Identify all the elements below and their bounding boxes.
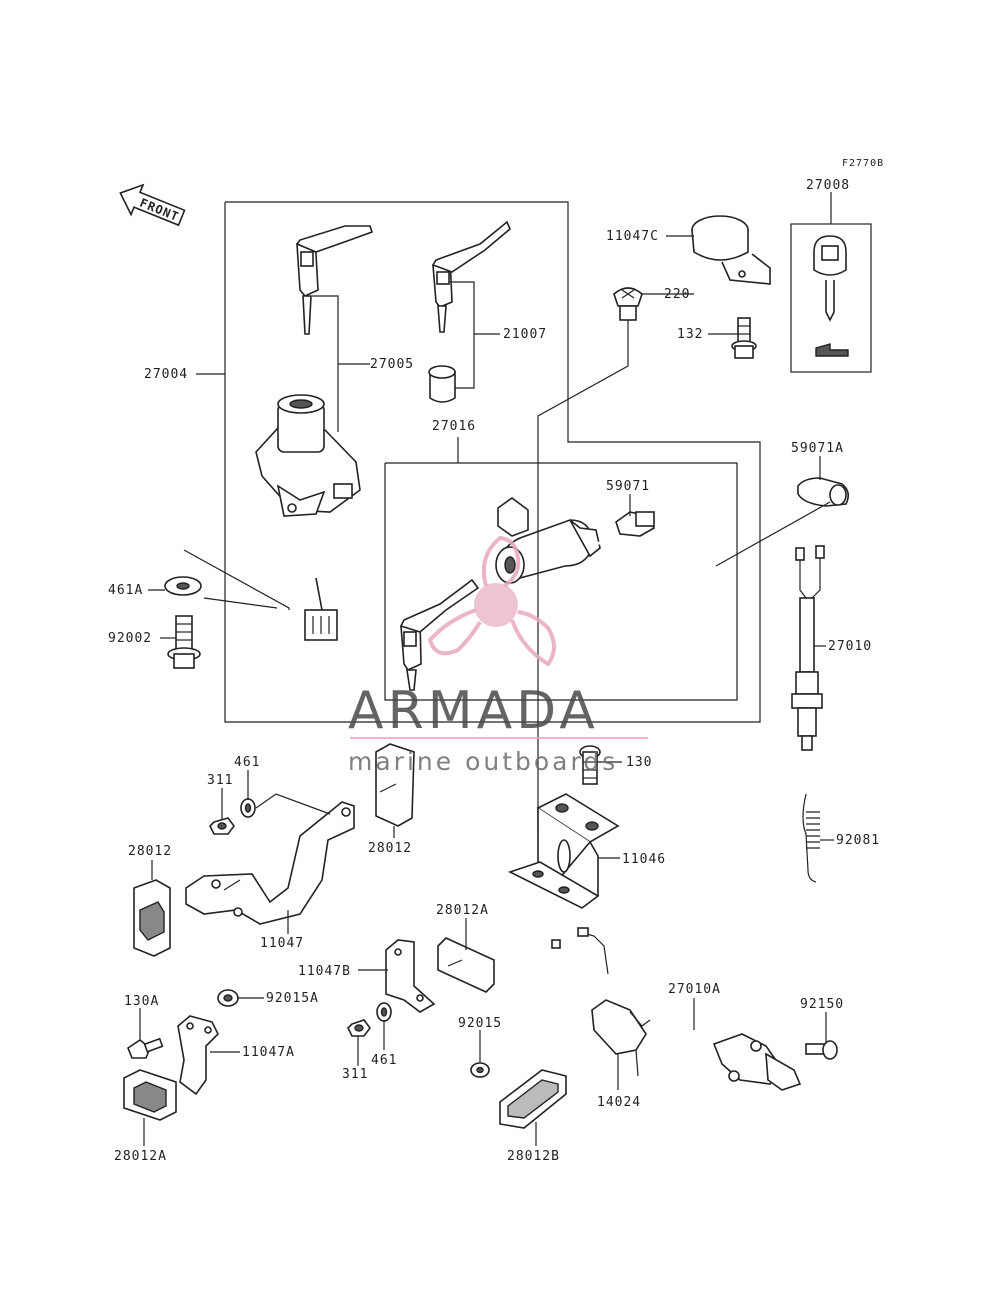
seat-lock-assembly — [495, 497, 717, 588]
front-direction-arrow: FRONT — [119, 183, 186, 227]
callout-28012a-upper: 28012A — [436, 903, 489, 918]
callout-27010a: 27010A — [668, 982, 721, 997]
callout-461-upper: 461 — [234, 755, 260, 770]
bracket-11046 — [507, 793, 620, 909]
callout-311-upper: 311 — [207, 773, 233, 788]
watermark-brand: ARMADA — [348, 681, 599, 741]
callout-27004: 27004 — [144, 367, 188, 382]
washer-461-lower — [376, 1002, 392, 1022]
bracket-11047a — [177, 1015, 219, 1096]
callout-130: 130 — [626, 755, 652, 770]
washer-461a — [164, 576, 202, 596]
callout-132: 132 — [677, 327, 703, 342]
switch-27010 — [791, 545, 825, 751]
callout-labels: 27008 11047C 220 132 27004 27005 21007 2… — [108, 178, 880, 1164]
callout-59071a: 59071A — [791, 441, 844, 456]
bolt-130 — [579, 745, 601, 785]
leader-220-link — [537, 320, 629, 830]
callout-92015: 92015 — [458, 1016, 502, 1031]
clamp-11047c — [691, 215, 771, 285]
callout-27016: 27016 — [432, 419, 476, 434]
armada-watermark: ARMADA marine outboards — [348, 535, 648, 776]
nut-92015a — [217, 989, 239, 1007]
nut-311-lower — [347, 1019, 371, 1037]
callout-59071: 59071 — [606, 479, 650, 494]
callout-11047a: 11047A — [242, 1045, 295, 1060]
callout-28012-left: 28012 — [128, 844, 172, 859]
bolt-130a — [127, 1037, 164, 1059]
leader-92002-link — [203, 597, 278, 609]
reflector-28012a-upper — [437, 937, 495, 993]
key-blank-27008 — [790, 223, 872, 373]
lock-cylinder-21007 — [428, 365, 456, 403]
callout-14024: 14024 — [597, 1095, 641, 1110]
callout-11047c: 11047C — [606, 229, 659, 244]
leader-461a-link — [183, 549, 290, 610]
leader-lines — [139, 235, 834, 1146]
bracket-11047b — [385, 939, 436, 1013]
callout-27005: 27005 — [370, 357, 414, 372]
callout-461a: 461A — [108, 583, 143, 598]
leader-461-link — [255, 793, 331, 815]
callout-11046: 11046 — [622, 852, 666, 867]
switch-27010a — [551, 927, 802, 1091]
callout-130a: 130A — [124, 994, 159, 1009]
assembly-frame-lines — [196, 201, 761, 723]
reflector-28012b — [499, 1069, 567, 1129]
ignition-key-21007 — [431, 220, 511, 333]
callout-11047b: 11047B — [298, 964, 351, 979]
connector-59071a — [797, 477, 850, 507]
callout-28012-center: 28012 — [368, 841, 412, 856]
propeller-logo-icon — [427, 535, 556, 667]
connector-59071 — [615, 511, 656, 537]
washer-461 — [240, 798, 256, 818]
bolt-132 — [731, 317, 757, 359]
callout-27010: 27010 — [828, 639, 872, 654]
callout-92002: 92002 — [108, 631, 152, 646]
bolt-220 — [613, 287, 643, 321]
callout-28012a-lower: 28012A — [114, 1149, 167, 1164]
watermark-tagline: marine outboards — [348, 747, 618, 776]
reflector-28012-upper — [375, 743, 415, 827]
seat-lock-key — [399, 578, 480, 691]
ignition-switch-body — [255, 394, 361, 641]
callout-27008: 27008 — [806, 178, 850, 193]
callout-92150: 92150 — [800, 997, 844, 1012]
callout-92015a: 92015A — [266, 991, 319, 1006]
drawing-reference: F2770B — [842, 158, 884, 169]
callout-28012b: 28012B — [507, 1149, 560, 1164]
callout-461-lower: 461 — [371, 1053, 397, 1068]
leader-59071a — [715, 501, 831, 567]
callout-220: 220 — [664, 287, 690, 302]
ignition-key-27005 — [295, 225, 374, 335]
bolt-92002 — [167, 615, 201, 669]
callout-11047: 11047 — [260, 936, 304, 951]
spring-92081 — [802, 793, 820, 883]
callout-92081: 92081 — [836, 833, 880, 848]
callout-21007: 21007 — [503, 327, 547, 342]
reflector-28012a-lower — [123, 1069, 177, 1121]
relay-14024 — [591, 999, 651, 1077]
callout-311-lower: 311 — [342, 1067, 368, 1082]
reflector-28012-lower — [133, 879, 171, 957]
nut-311 — [209, 817, 235, 835]
nut-92015 — [470, 1062, 490, 1078]
bracket-11047 — [185, 801, 355, 925]
bolt-92150 — [805, 1040, 838, 1060]
